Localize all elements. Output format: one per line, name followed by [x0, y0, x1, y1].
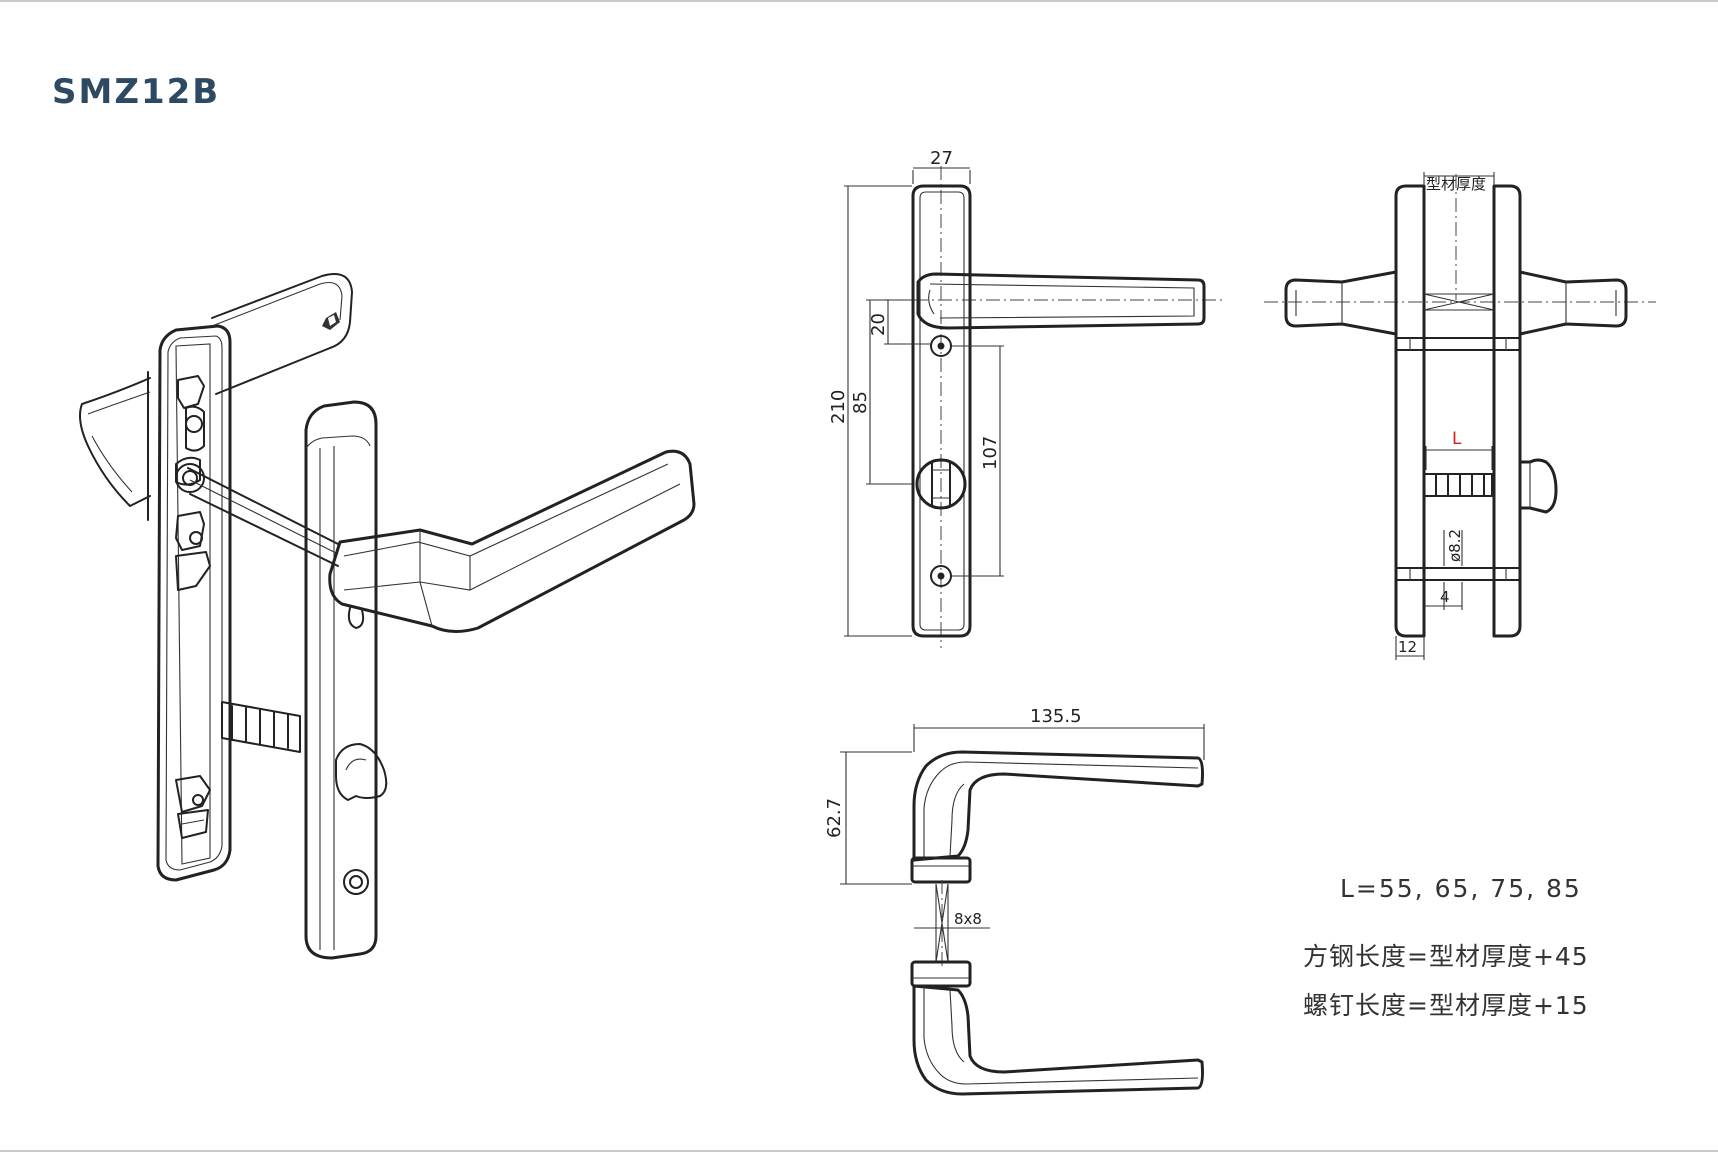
front-view: 27 210 85 20 107 — [828, 148, 1222, 648]
dim-4-label: 4 — [1440, 588, 1450, 606]
top-divider — [0, 0, 1718, 2]
detail-upper-rose — [910, 856, 972, 884]
logo-icon — [322, 312, 340, 330]
front-lever — [916, 272, 1206, 330]
handle-detail-view: 135.5 62.7 8x8 — [824, 706, 1205, 1096]
front-screw-hole-bottom — [930, 565, 952, 587]
side-thumb-turn — [1518, 458, 1558, 514]
dim-variable-length: L — [1425, 429, 1493, 470]
front-screw-hole-top — [930, 335, 952, 357]
spindle-length-formula: 方钢长度=型材厚度+45 — [1303, 942, 1589, 971]
dim-spindle-offset: 20 — [868, 299, 930, 345]
dim-total-height: 210 — [828, 185, 912, 637]
dim-l-label: L — [1452, 429, 1462, 449]
dim-62-7-label: 62.7 — [824, 798, 845, 838]
dim-20-label: 20 — [868, 313, 889, 336]
dim-handle-length: 135.5 — [913, 706, 1205, 760]
iso-spindle — [187, 467, 339, 567]
dim-diameter-label: ø8.2 — [1446, 529, 1464, 562]
dim-spindle-square: 8x8 — [914, 910, 990, 929]
side-plate-right — [1492, 184, 1522, 638]
dim-27-label: 27 — [930, 148, 953, 169]
iso-back-handle — [79, 273, 353, 521]
side-screw-top — [1395, 337, 1521, 351]
front-thumb-turn — [915, 458, 967, 510]
isometric-view — [79, 273, 696, 960]
bottom-divider — [0, 1150, 1718, 1152]
side-spindle-box — [1423, 293, 1495, 311]
dim-8x8-label: 8x8 — [954, 910, 982, 928]
detail-lower-rose — [910, 960, 972, 988]
front-plate — [911, 184, 972, 638]
dim-screw-diameter: ø8.2 — [1443, 529, 1464, 566]
side-tailpiece — [1423, 473, 1493, 497]
iso-front-handle — [328, 449, 696, 633]
side-screw-bottom — [1395, 567, 1521, 581]
l-values-note: L=55, 65, 75, 85 — [1340, 874, 1582, 903]
dim-210-label: 210 — [828, 390, 849, 424]
dim-85-label: 85 — [850, 391, 871, 414]
dim-plate-width: 27 — [912, 148, 971, 184]
iso-back-plate — [156, 324, 232, 882]
side-view: 型材厚度 L ø8.2 4 12 — [1264, 172, 1656, 660]
detail-spindle — [935, 880, 949, 966]
screw-length-formula: 螺钉长度=型材厚度+15 — [1303, 991, 1589, 1020]
side-handle-left — [1284, 270, 1398, 336]
dim-12-label: 12 — [1398, 638, 1417, 656]
detail-upper-handle — [912, 750, 1204, 862]
dim-profile-thickness-label: 型材厚度 — [1426, 175, 1486, 193]
dim-plate-thickness: 12 — [1395, 636, 1425, 660]
dim-profile-thickness: 型材厚度 — [1423, 172, 1495, 193]
model-title: SMZ12B — [52, 72, 221, 112]
dim-107-label: 107 — [980, 436, 1001, 470]
dim-screw-offset: 4 — [1424, 582, 1463, 610]
dim-135-5-label: 135.5 — [1030, 706, 1082, 727]
iso-screw-bar — [221, 701, 301, 753]
side-handle-right — [1518, 270, 1628, 336]
dim-hole-spacing: 107 — [952, 345, 1004, 577]
detail-lower-handle — [912, 984, 1204, 1096]
dim-handle-height: 62.7 — [824, 751, 912, 885]
iso-front-plate — [304, 400, 388, 960]
